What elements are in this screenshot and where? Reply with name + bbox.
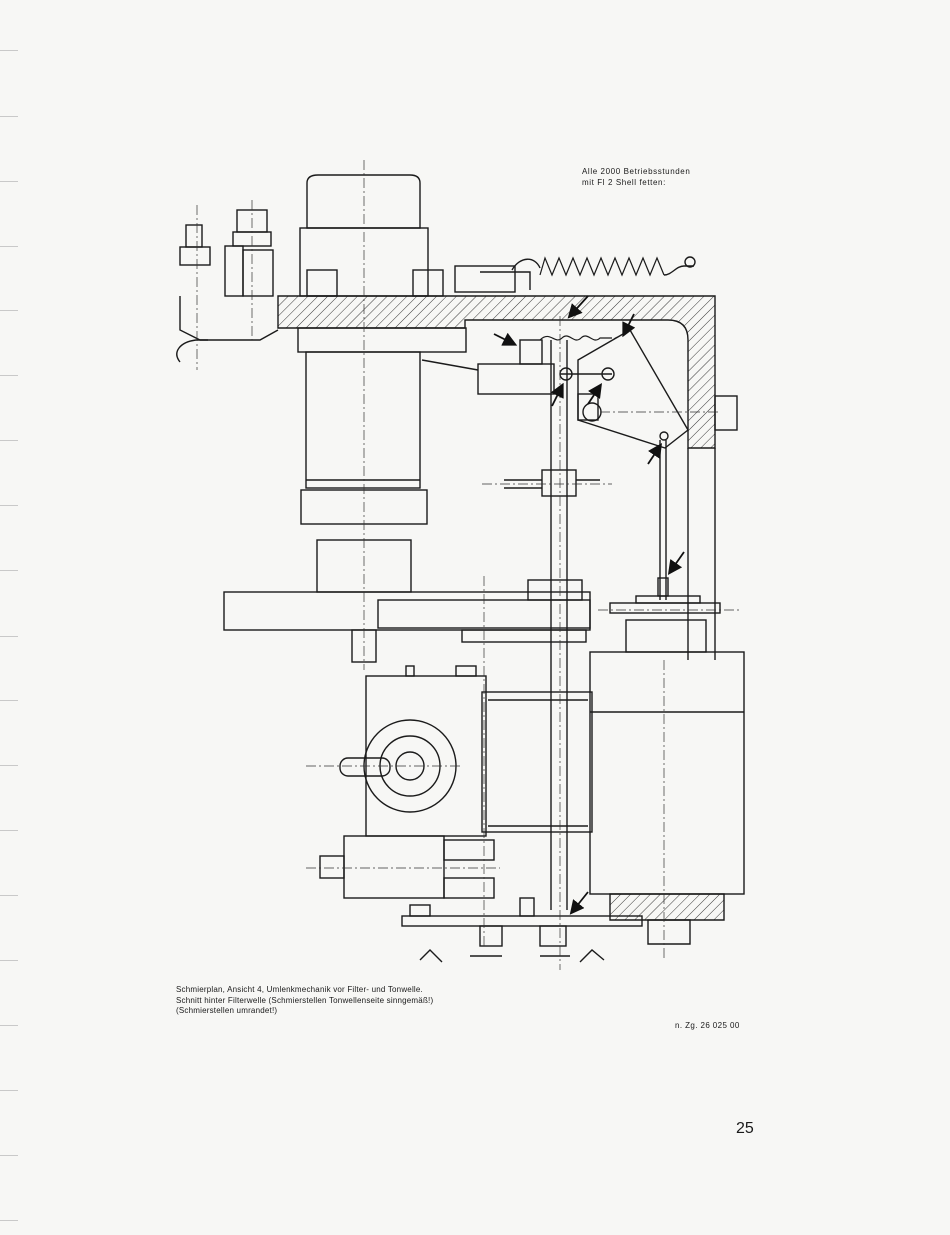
lower-bracket — [366, 676, 486, 836]
lower-frame — [482, 692, 592, 832]
top-spring — [540, 258, 664, 275]
caption-line-2: Schnitt hinter Filterwelle (Schmierstell… — [176, 996, 433, 1007]
page-number: 25 — [736, 1120, 754, 1138]
lubrication-note: Alle 2000 Betriebsstunden mit Fl 2 Shell… — [582, 166, 690, 188]
note-line-2: mit Fl 2 Shell fetten: — [582, 177, 690, 188]
linkage-block — [478, 364, 554, 394]
top-cap — [307, 175, 420, 228]
platter — [224, 592, 590, 630]
figure-caption: Schmierplan, Ansicht 4, Umlenkmechanik v… — [176, 985, 433, 1017]
base-plate — [402, 916, 642, 926]
caption-line-3: (Schmierstellen umrandet!) — [176, 1006, 433, 1017]
upper-column — [306, 352, 420, 488]
solenoid-box — [590, 652, 744, 894]
drawing-reference: n. Zg. 26 025 00 — [675, 1021, 740, 1030]
note-line-1: Alle 2000 Betriebsstunden — [582, 166, 690, 177]
caption-line-1: Schmierplan, Ansicht 4, Umlenkmechanik v… — [176, 985, 433, 996]
lever-plate — [578, 330, 688, 448]
left-screw-assembly — [177, 210, 278, 362]
